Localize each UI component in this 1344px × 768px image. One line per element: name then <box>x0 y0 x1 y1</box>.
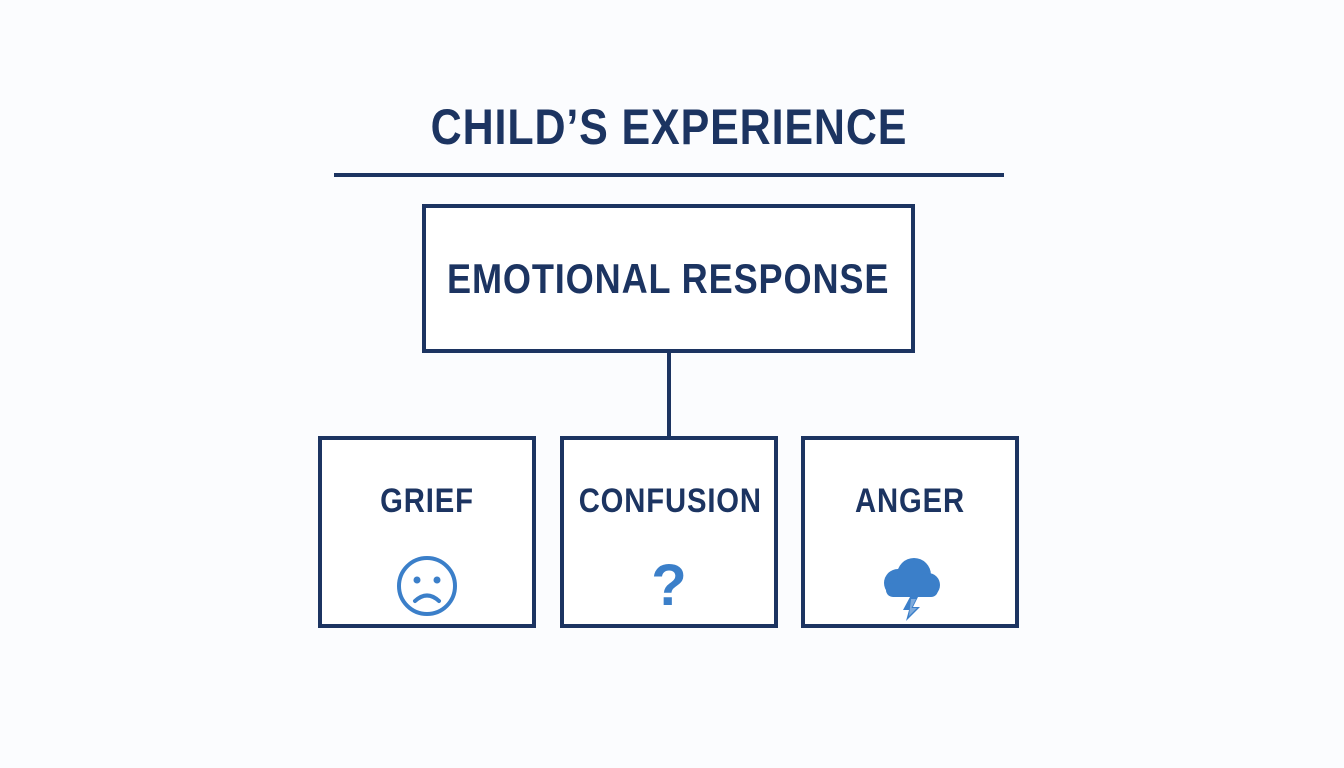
grief-box: GRIEF <box>318 436 536 628</box>
emotional-response-box: EMOTIONAL RESPONSE <box>422 204 915 353</box>
storm-cloud-icon <box>805 552 1015 621</box>
question-mark-icon: ? <box>651 553 687 618</box>
title-divider <box>334 173 1004 177</box>
emotional-response-label: EMOTIONAL RESPONSE <box>447 254 890 302</box>
anger-label: ANGER <box>855 482 965 520</box>
diagram-title: CHILD’S EXPERIENCE <box>430 99 908 155</box>
sad-face-icon <box>322 552 532 620</box>
confusion-box: CONFUSION ? <box>560 436 778 628</box>
grief-label: GRIEF <box>380 482 474 520</box>
anger-box: ANGER <box>801 436 1019 628</box>
confusion-label: CONFUSION <box>578 482 762 520</box>
connector-line <box>667 353 671 437</box>
